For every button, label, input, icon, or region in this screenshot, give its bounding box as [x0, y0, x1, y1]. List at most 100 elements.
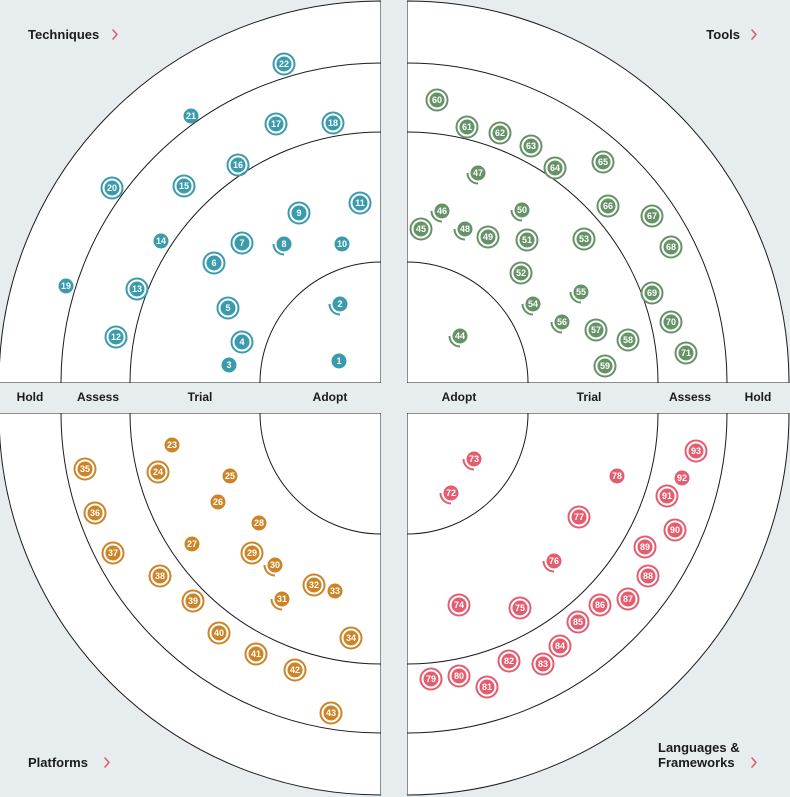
blip-37[interactable]: 37 [101, 541, 125, 565]
blip-83[interactable]: 83 [531, 652, 555, 676]
blip-1[interactable]: 1 [331, 353, 347, 369]
blip-63[interactable]: 63 [519, 134, 543, 158]
platforms-title-link[interactable]: Platforms [28, 755, 110, 770]
blip-20[interactable]: 20 [100, 176, 124, 200]
blip-42[interactable]: 42 [283, 658, 307, 682]
blip-89[interactable]: 89 [633, 535, 657, 559]
blip-27[interactable]: 27 [184, 536, 200, 552]
techniques-quadrant[interactable] [0, 0, 381, 383]
blip-71[interactable]: 71 [674, 341, 698, 365]
blip-59[interactable]: 59 [593, 354, 617, 378]
blip-87[interactable]: 87 [616, 587, 640, 611]
blip-19[interactable]: 19 [58, 278, 74, 294]
blip-69[interactable]: 69 [640, 281, 664, 305]
blip-41[interactable]: 41 [244, 642, 268, 666]
blip-81[interactable]: 81 [475, 675, 499, 699]
blip-23[interactable]: 23 [164, 437, 180, 453]
blip-38[interactable]: 38 [148, 564, 172, 588]
blip-78[interactable]: 78 [609, 468, 625, 484]
blip-32[interactable]: 32 [302, 573, 326, 597]
blip-35[interactable]: 35 [73, 457, 97, 481]
blip-93[interactable]: 93 [684, 439, 708, 463]
blip-number: 42 [290, 665, 300, 675]
blip-6[interactable]: 6 [202, 251, 226, 275]
blip-70[interactable]: 70 [659, 310, 683, 334]
blip-10[interactable]: 10 [334, 236, 350, 252]
blip-2[interactable]: 2 [328, 296, 348, 316]
blip-73[interactable]: 73 [462, 451, 482, 471]
blip-11[interactable]: 11 [348, 191, 372, 215]
languages-title-link[interactable]: Languages & Frameworks [658, 740, 757, 770]
blip-5[interactable]: 5 [216, 296, 240, 320]
blip-90[interactable]: 90 [663, 518, 687, 542]
blip-34[interactable]: 34 [339, 626, 363, 650]
blip-86[interactable]: 86 [588, 593, 612, 617]
blip-31[interactable]: 31 [270, 591, 290, 611]
blip-57[interactable]: 57 [584, 318, 608, 342]
blip-36[interactable]: 36 [83, 501, 107, 525]
blip-92[interactable]: 92 [674, 470, 690, 486]
blip-64[interactable]: 64 [543, 156, 567, 180]
tools-quadrant[interactable] [407, 0, 790, 383]
blip-25[interactable]: 25 [222, 468, 238, 484]
blip-55[interactable]: 55 [569, 284, 589, 304]
blip-67[interactable]: 67 [640, 204, 664, 228]
blip-43[interactable]: 43 [319, 701, 343, 725]
blip-18[interactable]: 18 [321, 111, 345, 135]
blip-51[interactable]: 51 [515, 228, 539, 252]
blip-28[interactable]: 28 [251, 515, 267, 531]
blip-24[interactable]: 24 [146, 460, 170, 484]
blip-8[interactable]: 8 [272, 236, 292, 256]
blip-30[interactable]: 30 [263, 557, 283, 577]
blip-50[interactable]: 50 [510, 202, 530, 222]
blip-85[interactable]: 85 [566, 610, 590, 634]
techniques-title-link[interactable]: Techniques [28, 27, 118, 42]
blip-44[interactable]: 44 [448, 328, 468, 348]
blip-33[interactable]: 33 [327, 583, 343, 599]
blip-21[interactable]: 21 [183, 108, 199, 124]
blip-17[interactable]: 17 [264, 112, 288, 136]
blip-7[interactable]: 7 [230, 231, 254, 255]
blip-56[interactable]: 56 [550, 314, 570, 334]
blip-49[interactable]: 49 [476, 225, 500, 249]
blip-72[interactable]: 72 [439, 485, 459, 505]
blip-16[interactable]: 16 [226, 153, 250, 177]
blip-29[interactable]: 29 [240, 541, 264, 565]
blip-3[interactable]: 3 [221, 357, 237, 373]
blip-45[interactable]: 45 [409, 217, 433, 241]
blip-68[interactable]: 68 [659, 235, 683, 259]
blip-84[interactable]: 84 [548, 634, 572, 658]
blip-60[interactable]: 60 [425, 88, 449, 112]
blip-74[interactable]: 74 [447, 593, 471, 617]
blip-15[interactable]: 15 [172, 174, 196, 198]
blip-91[interactable]: 91 [655, 484, 679, 508]
blip-58[interactable]: 58 [616, 328, 640, 352]
blip-48[interactable]: 48 [453, 221, 473, 241]
blip-88[interactable]: 88 [636, 564, 660, 588]
tools-title-link[interactable]: Tools [706, 27, 757, 42]
blip-26[interactable]: 26 [210, 494, 226, 510]
blip-52[interactable]: 52 [509, 261, 533, 285]
blip-62[interactable]: 62 [488, 121, 512, 145]
blip-65[interactable]: 65 [591, 150, 615, 174]
blip-61[interactable]: 61 [455, 115, 479, 139]
blip-54[interactable]: 54 [521, 296, 541, 316]
blip-82[interactable]: 82 [497, 649, 521, 673]
blip-9[interactable]: 9 [287, 201, 311, 225]
blip-4[interactable]: 4 [230, 330, 254, 354]
blip-14[interactable]: 14 [153, 233, 169, 249]
blip-77[interactable]: 77 [567, 505, 591, 529]
blip-12[interactable]: 12 [104, 325, 128, 349]
blip-80[interactable]: 80 [447, 664, 471, 688]
blip-46[interactable]: 46 [430, 203, 450, 223]
blip-53[interactable]: 53 [572, 227, 596, 251]
blip-66[interactable]: 66 [596, 194, 620, 218]
blip-75[interactable]: 75 [508, 596, 532, 620]
blip-47[interactable]: 47 [466, 165, 486, 185]
blip-79[interactable]: 79 [419, 667, 443, 691]
blip-39[interactable]: 39 [181, 589, 205, 613]
blip-13[interactable]: 13 [125, 277, 149, 301]
blip-40[interactable]: 40 [207, 621, 231, 645]
blip-22[interactable]: 22 [272, 52, 296, 76]
blip-76[interactable]: 76 [542, 553, 562, 573]
